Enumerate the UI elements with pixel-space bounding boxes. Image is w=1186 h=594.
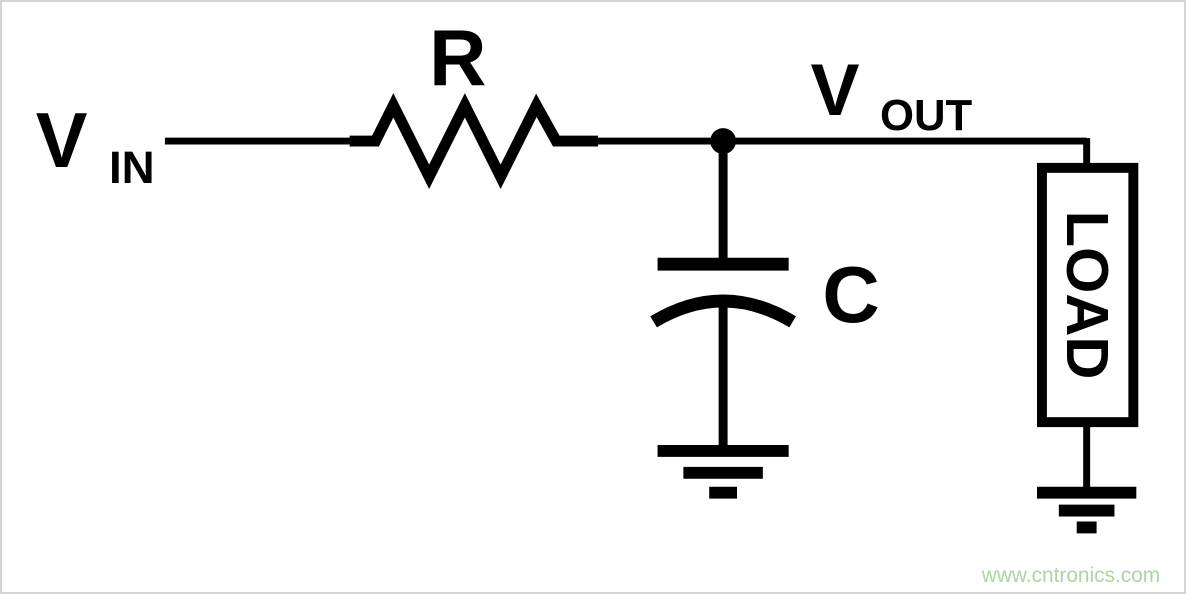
- vin-label-subscript: IN: [109, 142, 155, 193]
- vin-label: V IN: [36, 98, 155, 193]
- vout-label: V OUT: [811, 48, 973, 140]
- watermark-text: www.cntronics.com: [981, 564, 1160, 587]
- resistor-label: R: [429, 13, 486, 102]
- capacitor-label: C: [822, 250, 879, 339]
- vout-label-subscript: OUT: [880, 91, 973, 140]
- load-label: LOAD: [1054, 211, 1121, 380]
- resistor-symbol: [349, 93, 598, 190]
- vout-label-main: V: [811, 48, 860, 131]
- ground-symbol-load: [1036, 486, 1137, 534]
- ground-symbol-capacitor: [657, 444, 789, 499]
- vin-label-main: V: [36, 98, 88, 184]
